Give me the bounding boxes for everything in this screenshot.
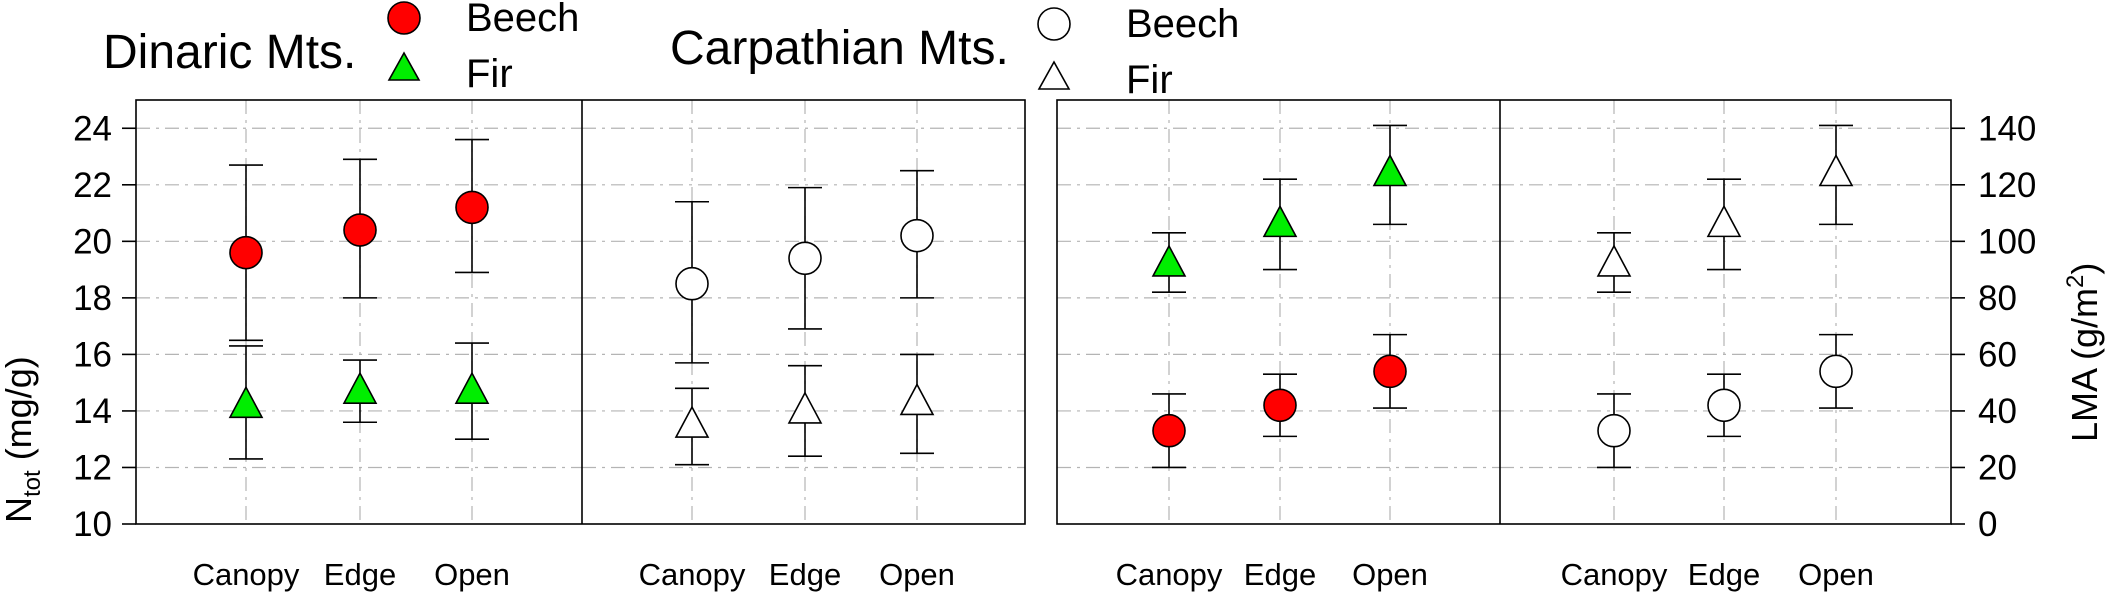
right-axis-title: LMA (g/m2) — [2062, 263, 2105, 442]
x-tick-label: Canopy — [1116, 557, 1223, 592]
x-tick-label: Canopy — [639, 557, 746, 592]
legend-label-carpathian-beech: Beech — [1126, 2, 1239, 46]
data-point-fir — [787, 391, 823, 424]
x-tick-label: Edge — [1244, 557, 1316, 592]
data-point-beech — [788, 241, 822, 276]
left-y-tick-label: 14 — [73, 392, 112, 431]
plot-frames — [135, 99, 1952, 525]
data-point-fir — [228, 385, 264, 419]
right-y-tick-label: 100 — [1978, 222, 2036, 261]
right-axis-title-sup: 2 — [2062, 275, 2089, 288]
data-point-fir — [342, 371, 378, 404]
data-point-beech — [455, 190, 489, 225]
left-y-tick-label: 16 — [73, 335, 112, 374]
x-tick-label: Open — [434, 557, 510, 592]
axis-ticks: 10 12 14 16 18 20 22 24 0 20 40 60 80 100 120 140Canopy… — [73, 109, 2036, 592]
right-axis-title-close: ) — [2064, 263, 2105, 275]
right-y-tick-label: 0 — [1978, 505, 1997, 544]
x-tick-label: Canopy — [193, 557, 300, 592]
data-point-fir — [1151, 244, 1187, 277]
right-plot-frame — [1056, 99, 1952, 525]
x-tick-label: Open — [1352, 557, 1428, 592]
left-y-tick-label: 20 — [73, 222, 112, 261]
data-point-fir — [1596, 244, 1632, 277]
right-y-tick-label: 80 — [1978, 279, 2017, 318]
left-plot-frame — [135, 99, 1026, 525]
right-y-tick-label: 20 — [1978, 448, 2017, 487]
data-point-beech — [1263, 388, 1297, 423]
gridlines — [136, 100, 1951, 524]
data-point-fir — [674, 405, 710, 438]
data-point-beech — [675, 266, 709, 301]
left-y-tick-label: 22 — [73, 166, 112, 205]
data-point-beech — [229, 235, 263, 270]
data-marks — [228, 124, 1854, 469]
x-tick-label: Edge — [324, 557, 396, 592]
left-axis-title-main: N — [0, 497, 39, 523]
legend-marker-dinaric-beech — [387, 1, 421, 35]
right-y-tick-label: 120 — [1978, 166, 2036, 205]
legend-title-dinaric: Dinaric Mts. — [103, 26, 356, 79]
data-point-fir — [1372, 153, 1408, 187]
right-y-tick-label: 40 — [1978, 392, 2017, 431]
legend-label-dinaric-fir: Fir — [466, 52, 513, 96]
data-point-fir — [1818, 153, 1854, 187]
left-y-tick-label: 12 — [73, 448, 112, 487]
data-point-beech — [1707, 388, 1741, 423]
legend: Dinaric Mts. Beech Fir Carpathian Mts. B… — [103, 0, 1239, 102]
legend-title-carpathian: Carpathian Mts. — [670, 22, 1009, 75]
data-point-beech — [1597, 413, 1631, 448]
x-tick-label: Edge — [1688, 557, 1760, 592]
legend-marker-carpathian-beech — [1037, 7, 1071, 41]
legend-label-dinaric-beech: Beech — [466, 0, 579, 40]
right-y-tick-label: 140 — [1978, 109, 2036, 148]
data-point-beech — [343, 213, 377, 247]
left-axis-title-sub: tot — [19, 470, 46, 497]
left-y-tick-label: 18 — [73, 279, 112, 318]
data-point-beech — [1152, 413, 1186, 448]
right-y-tick-label: 60 — [1978, 335, 2017, 374]
x-tick-label: Canopy — [1561, 557, 1668, 592]
left-axis-title: Ntot (mg/g) — [0, 356, 46, 523]
data-point-fir — [1262, 204, 1298, 238]
data-point-fir — [454, 371, 490, 404]
left-y-tick-label: 10 — [73, 505, 112, 544]
data-point-fir — [899, 382, 935, 416]
x-tick-label: Edge — [769, 557, 841, 592]
left-axis-title-unit: (mg/g) — [0, 356, 39, 470]
data-point-beech — [900, 218, 934, 253]
legend-marker-dinaric-fir — [387, 51, 421, 81]
legend-label-carpathian-fir: Fir — [1126, 58, 1173, 102]
x-tick-label: Open — [879, 557, 955, 592]
data-point-beech — [1373, 354, 1407, 389]
left-y-tick-label: 24 — [73, 109, 112, 148]
legend-marker-carpathian-fir — [1037, 60, 1071, 90]
data-point-fir — [1706, 204, 1742, 238]
x-tick-label: Open — [1798, 557, 1874, 592]
right-axis-title-main: LMA (g/m — [2064, 288, 2105, 442]
data-point-beech — [1819, 354, 1853, 389]
